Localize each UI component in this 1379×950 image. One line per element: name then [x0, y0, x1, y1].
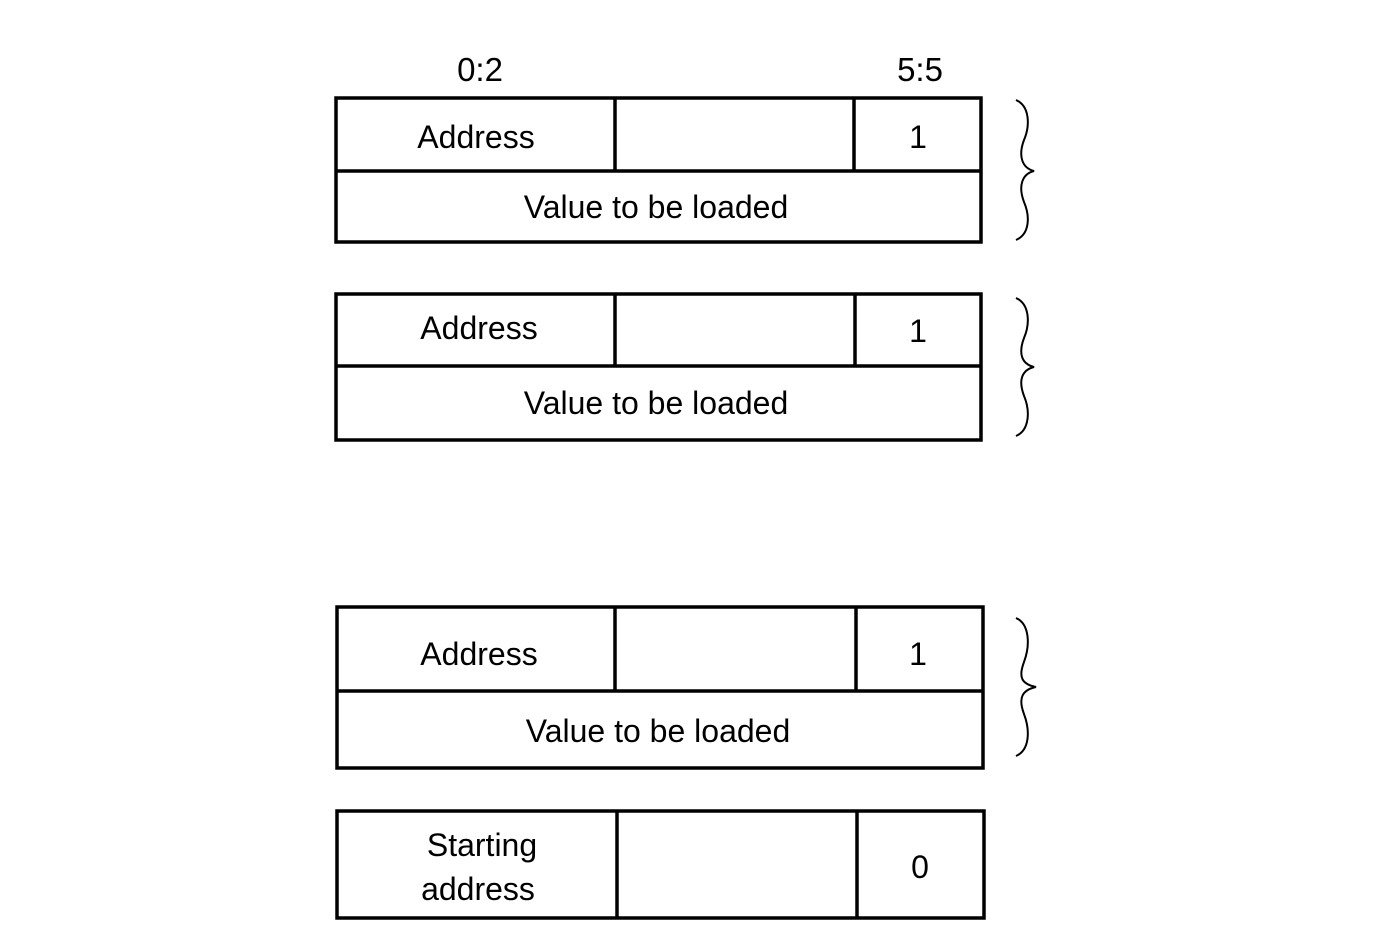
starting-address-line1: Starting — [427, 827, 537, 863]
card-outline — [335, 605, 985, 770]
card-outline — [335, 809, 986, 920]
address-field: Address — [420, 636, 537, 672]
address-field: Address — [420, 310, 537, 346]
starting-address-line2: address — [421, 871, 535, 907]
loader-card: Address 1 Value to be loaded — [334, 96, 1035, 244]
right-brace — [1015, 99, 1035, 241]
right-brace — [1015, 617, 1037, 757]
transfer-card: Starting address 0 — [335, 809, 986, 920]
value-field: Value to be loaded — [524, 385, 789, 421]
address-field: Address — [417, 119, 534, 155]
field-label-left: 0:2 — [457, 51, 503, 88]
value-field: Value to be loaded — [524, 189, 789, 225]
flag-field: 1 — [909, 313, 927, 349]
value-field: Value to be loaded — [526, 713, 791, 749]
right-brace — [1015, 297, 1035, 437]
flag-field: 1 — [909, 636, 927, 672]
flag-field: 1 — [909, 119, 927, 155]
loader-card: Address 1 Value to be loaded — [335, 605, 1037, 770]
field-label-right: 5:5 — [897, 51, 943, 88]
loader-card: Address 1 Value to be loaded — [334, 292, 1035, 442]
flag-field: 0 — [911, 849, 929, 885]
